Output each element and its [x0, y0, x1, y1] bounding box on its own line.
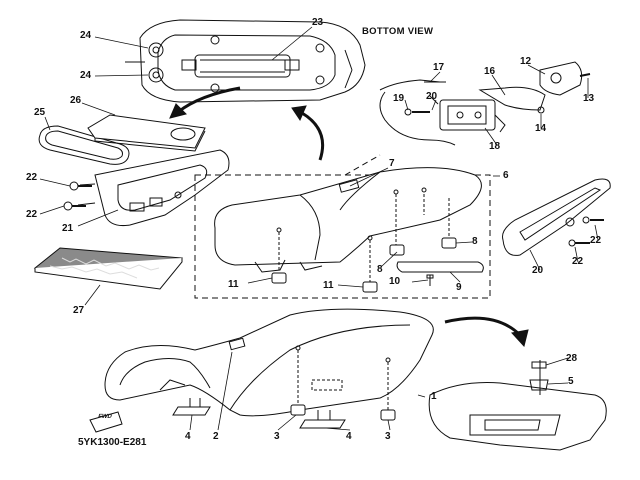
- callout-21: 21: [62, 223, 74, 234]
- callout-2: 2: [213, 431, 219, 442]
- callout-22-right-b: 22: [572, 256, 584, 267]
- callout-16: 17: [433, 62, 445, 73]
- callout-26: 26: [70, 95, 82, 106]
- callout-24-top: 24: [80, 30, 92, 41]
- bolt-22-b: [63, 201, 86, 211]
- callout-24-bottom: 24: [80, 70, 92, 81]
- side-bracket-part: [502, 178, 611, 256]
- callout-8-right: 8: [472, 236, 478, 247]
- curved-arrow-left: [177, 86, 241, 114]
- curved-arrow-right: [301, 111, 325, 161]
- callout-11-left: 11: [228, 279, 239, 290]
- seat-lock-assembly: [379, 61, 591, 146]
- grab-strip-part: [396, 261, 484, 273]
- rider-seat-part: [214, 167, 482, 273]
- callout-9: 9: [456, 282, 462, 293]
- diagram-code: 5YK1300-E281: [78, 437, 147, 448]
- callout-8-left: 8: [377, 264, 383, 275]
- callout-17: 18: [489, 141, 501, 152]
- callout-20: 20: [532, 265, 544, 276]
- cover-plate-part: [87, 114, 206, 152]
- bottom-view-title: BOTTOM VIEW: [362, 26, 434, 37]
- callout-7: 7: [389, 158, 395, 169]
- fwd-label: FWD: [97, 414, 113, 420]
- callout-22-right-a: 22: [590, 235, 602, 246]
- callout-3-left: 3: [274, 431, 280, 442]
- callout-27: 27: [73, 305, 85, 316]
- callout-4-right: 4: [346, 431, 352, 442]
- callout-28: 28: [566, 353, 578, 364]
- leader-lines: [39, 26, 599, 431]
- callout-12: 12: [520, 56, 532, 67]
- screw-10: [426, 274, 434, 286]
- callout-1: 1: [431, 391, 437, 402]
- callout-25: 25: [34, 107, 46, 118]
- callout-4-left: 4: [185, 431, 191, 442]
- curved-arrow-detail: [444, 316, 522, 337]
- rear-frame-detail: [428, 360, 607, 451]
- tail-cover-part: [77, 149, 230, 226]
- rider-seat-group-box: [194, 174, 491, 299]
- callout-5: 5: [568, 376, 574, 387]
- seat-pad-part: [33, 247, 183, 290]
- fwd-arrow: [89, 411, 123, 433]
- callout-3-right: 3: [385, 431, 391, 442]
- seat-bottom-view: [125, 19, 366, 103]
- callout-18: 19: [393, 93, 405, 104]
- callout-19: 20: [426, 91, 438, 102]
- callout-23: 23: [312, 17, 324, 28]
- callout-10: 10: [389, 276, 401, 287]
- callout-13: 13: [583, 93, 595, 104]
- callout-6: 6: [503, 170, 509, 181]
- callout-22-left-a: 22: [26, 172, 38, 183]
- callout-14: 14: [535, 123, 547, 134]
- main-seat-part: [104, 308, 434, 417]
- seal-ring-part: [38, 125, 130, 165]
- callout-15: 16: [484, 66, 496, 77]
- callout-22-left-b: 22: [26, 209, 38, 220]
- callout-11-right: 11: [323, 280, 334, 291]
- bolt-22-a: [69, 181, 92, 191]
